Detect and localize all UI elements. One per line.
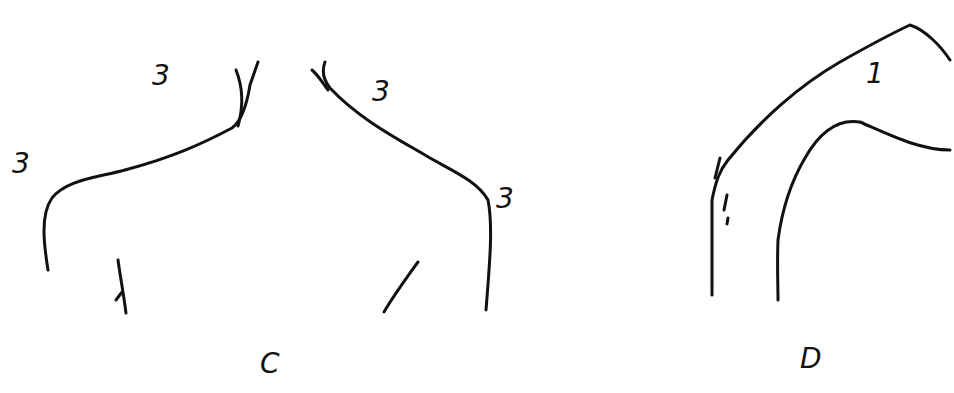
- shoulder-outline: [312, 70, 328, 90]
- callout-number: 1: [866, 60, 884, 88]
- knee-mark: [724, 195, 728, 224]
- limb-outline: [778, 121, 950, 300]
- figure-letter: D: [800, 345, 822, 373]
- callout-number: 3: [372, 78, 390, 106]
- callout-number: 3: [12, 150, 30, 178]
- knee-mark: [715, 158, 720, 178]
- callout-number: 3: [496, 185, 514, 213]
- armpit-mark: [116, 260, 126, 313]
- shoulder-outline: [323, 62, 490, 310]
- shoulder-outline: [44, 62, 258, 270]
- limb-outline: [712, 25, 950, 295]
- shoulder-outline: [236, 70, 242, 126]
- armpit-mark: [384, 262, 418, 312]
- figure-letter: C: [260, 350, 280, 378]
- callout-number: 3: [152, 62, 170, 90]
